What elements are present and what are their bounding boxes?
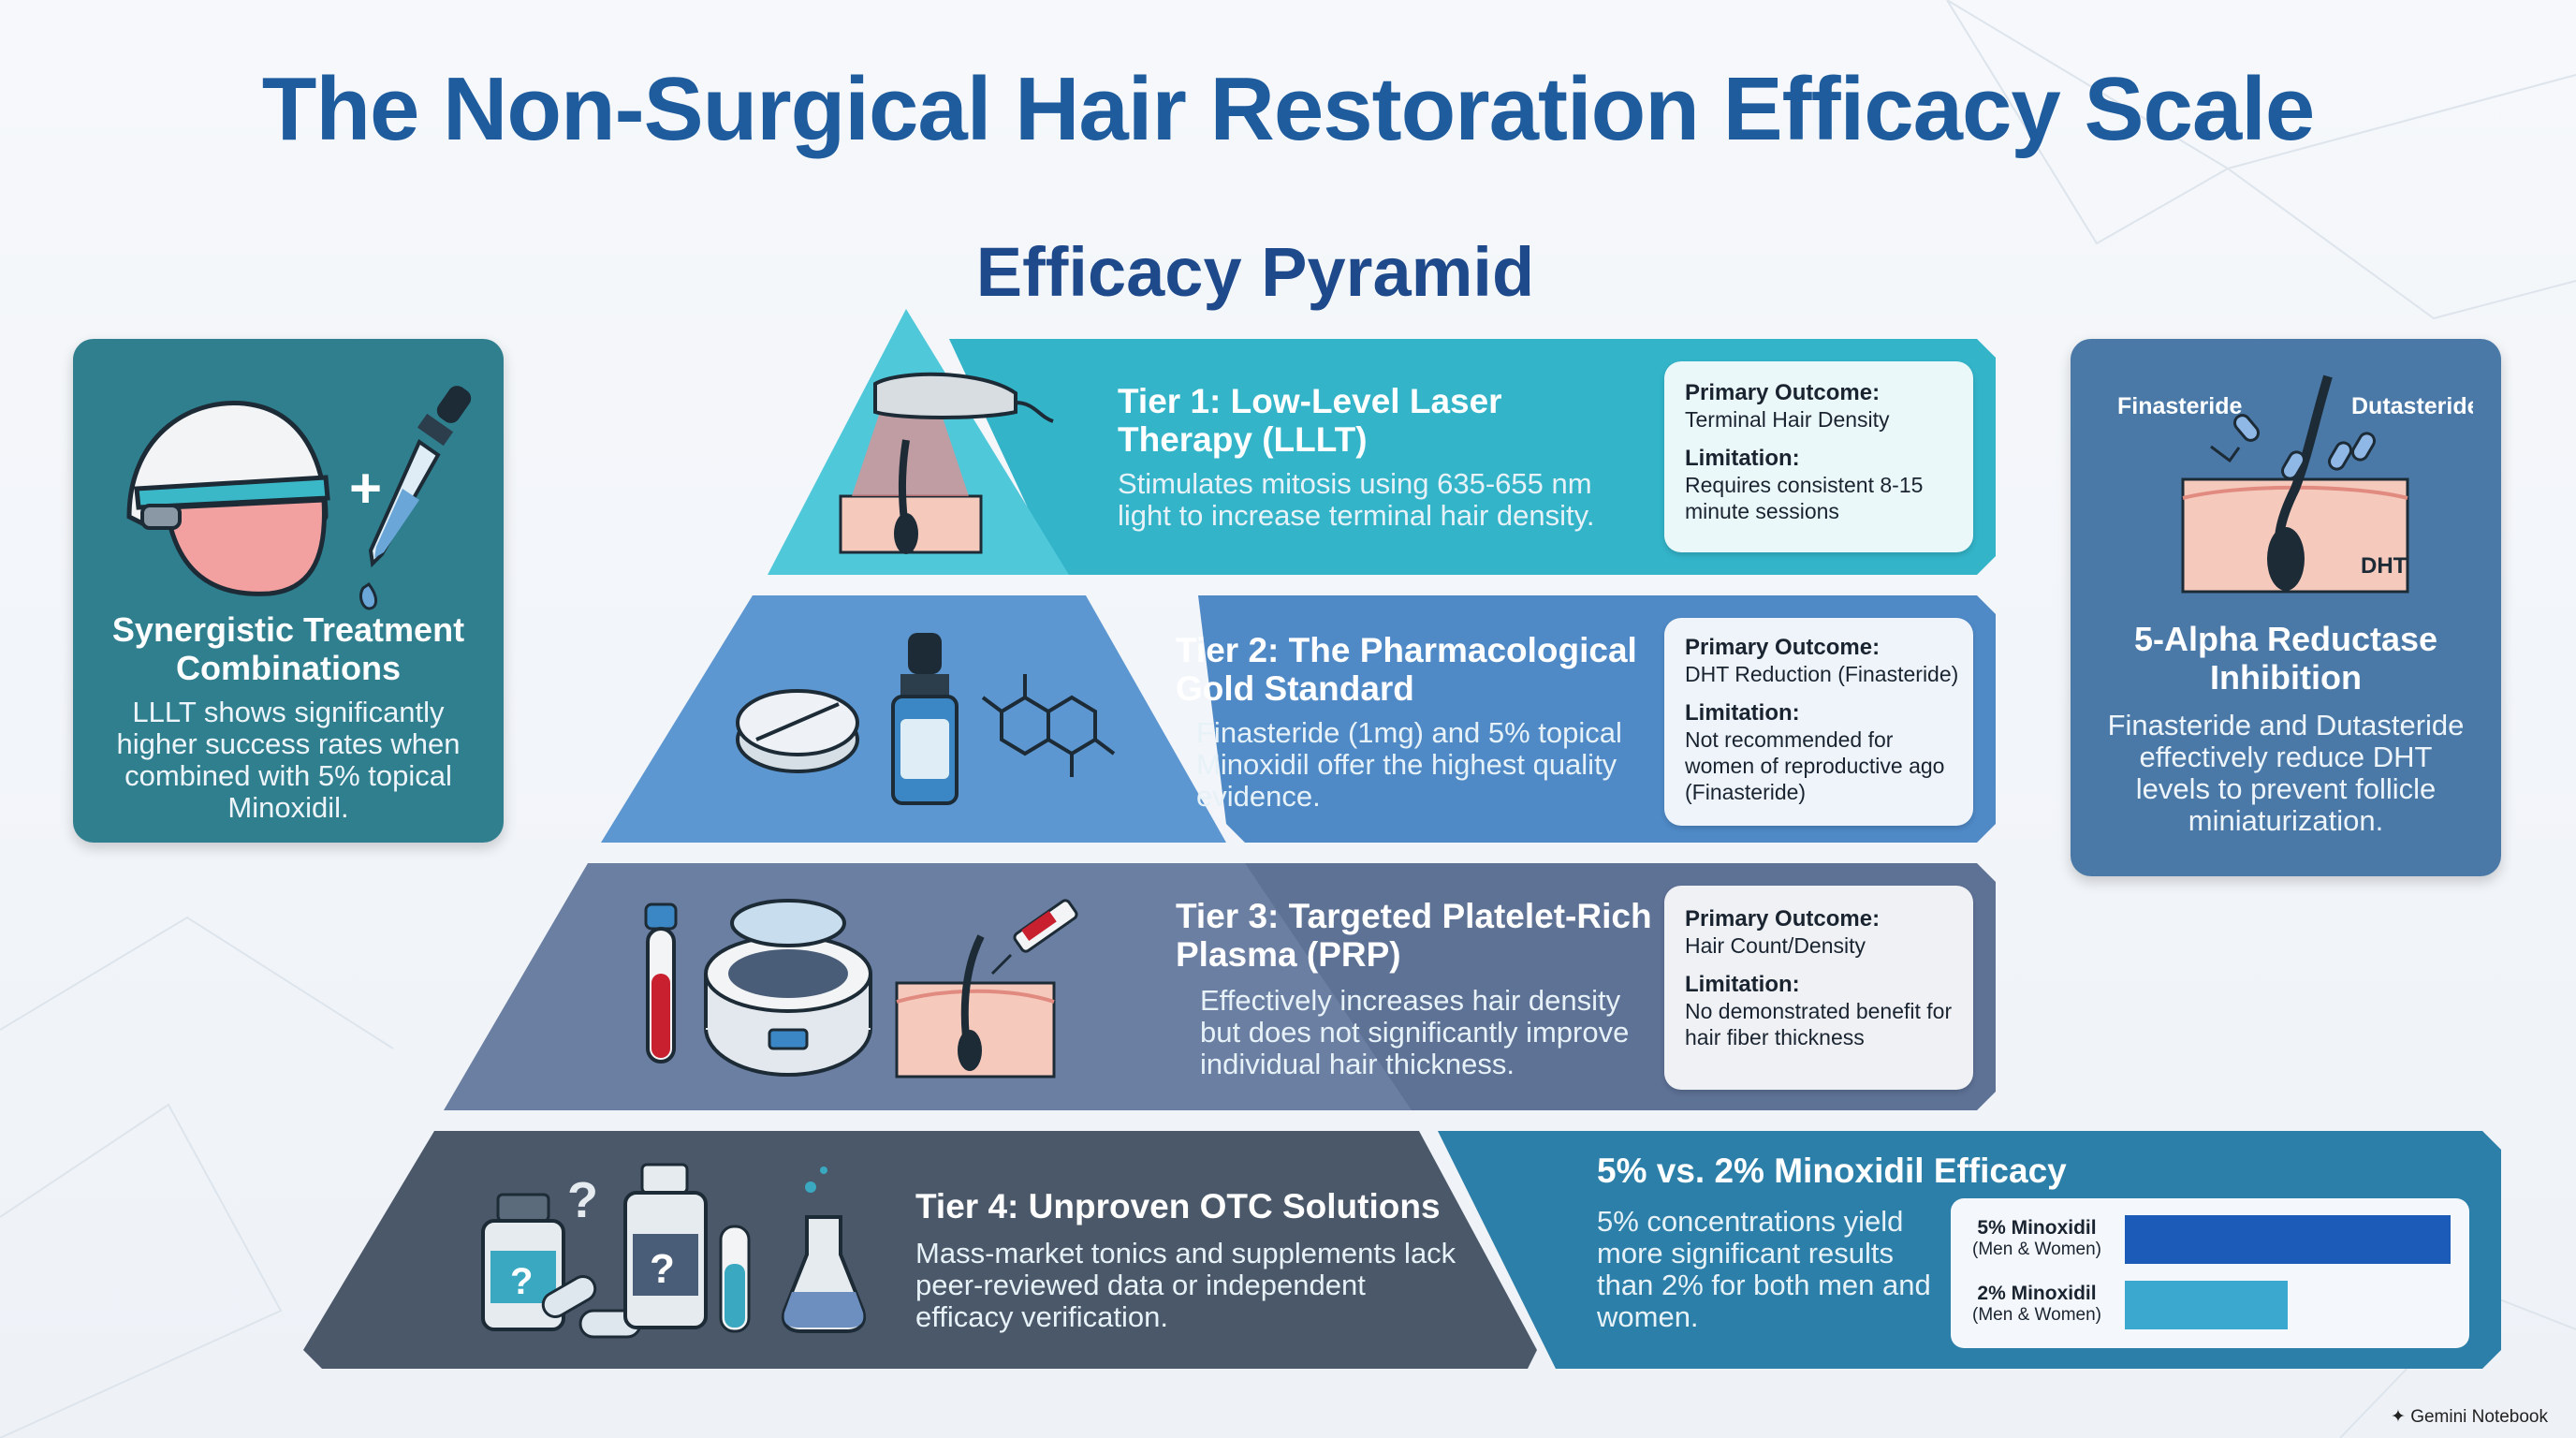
dht-label: DHT: [2361, 553, 2408, 579]
pill-icon: [736, 689, 859, 773]
sparkle-icon: ✦: [2391, 1407, 2406, 1427]
bar-2-minoxidil: [2125, 1281, 2288, 1329]
outcome-label: Primary Outcome:: [1685, 635, 1881, 660]
flask-icon: [782, 1167, 866, 1333]
minoxidil-title: 5% vs. 2% Minoxidil Efficacy: [1597, 1152, 2067, 1190]
helmet-dropper-illustration: +: [126, 386, 472, 610]
laser-helmet-icon: [126, 401, 330, 596]
tier3-title: Tier 3: Targeted Platelet-Rich Plasma (P…: [1176, 897, 1652, 974]
blood-tube-icon: [644, 902, 678, 1064]
tier2-title: Tier 2: The Pharmacological Gold Standar…: [1176, 631, 1637, 708]
svg-text:?: ?: [650, 1246, 675, 1292]
svg-text:?: ?: [510, 1261, 533, 1302]
synergy-title: Synergistic Treatment Combinations: [111, 610, 465, 687]
outcome-value: Hair Count/Density: [1685, 933, 1866, 958]
dutasteride-label: Dutasteride: [2351, 393, 2473, 419]
synergy-panel: + Synergistic Treatment Combinations LLL…: [73, 339, 504, 843]
laser-device-icon: [839, 372, 1054, 554]
question-mark-icon: ?: [567, 1172, 598, 1228]
5ar-inhibition-panel: Finasteride Dutasteride DHT 5-Alpha Redu…: [2071, 339, 2501, 876]
bar-5-minoxidil: [2125, 1215, 2451, 1264]
prp-injection-icon: [895, 899, 1078, 1078]
finasteride-label: Finasteride: [2117, 393, 2242, 419]
tier3-description: Effectively increases hair density but d…: [1200, 984, 1630, 1080]
dropper-icon: [359, 386, 472, 610]
molecule-icon: [981, 674, 1116, 777]
tier3-outcome-card: Primary Outcome: Hair Count/Density Limi…: [1664, 886, 1973, 1090]
centrifuge-icon: [704, 899, 872, 1077]
limitation-value: Requires consistent 8-15 minute sessions: [1685, 473, 1924, 523]
tier1-outcome-card: Primary Outcome: Terminal Hair Density L…: [1664, 361, 1973, 552]
outcome-label: Primary Outcome:: [1685, 906, 1881, 932]
limitation-label: Limitation:: [1685, 972, 1800, 997]
synergy-body: LLLT shows significantly higher success …: [116, 696, 461, 824]
tier4-description: Mass-market tonics and supplements lack …: [915, 1237, 1456, 1333]
plus-symbol: +: [349, 457, 382, 520]
bar-category-label-1: 2% Minoxidil (Men & Women): [1972, 1283, 2101, 1325]
test-tube-icon: [719, 1225, 751, 1333]
outcome-value: Terminal Hair Density: [1685, 407, 1890, 432]
outcome-label: Primary Outcome:: [1685, 380, 1881, 405]
pyramid-title: Efficacy Pyramid: [975, 233, 1535, 311]
tier4-title: Tier 4: Unproven OTC Solutions: [915, 1187, 1441, 1225]
tier2-description: Finasteride (1mg) and 5% topical Minoxid…: [1196, 716, 1622, 813]
watermark: ✦ Gemini Notebook: [2391, 1406, 2548, 1428]
limitation-label: Limitation:: [1685, 700, 1800, 726]
page-title: The Non-Surgical Hair Restoration Effica…: [261, 59, 2316, 159]
limitation-value: Not recommended for women of reproductiv…: [1685, 727, 1945, 804]
dht-follicle-illustration: Finasteride Dutasteride DHT: [2117, 374, 2473, 594]
minoxidil-bar-chart: 5% Minoxidil (Men & Women) 2% Minoxidil …: [1951, 1198, 2469, 1348]
watermark-text: Gemini Notebook: [2410, 1407, 2548, 1427]
outcome-value: DHT Reduction (Finasteride): [1685, 662, 1959, 686]
minoxidil-body: 5% concentrations yield more significant…: [1597, 1205, 1931, 1333]
bar-category-label-0: 5% Minoxidil (Men & Women): [1972, 1217, 2101, 1259]
tier1-description: Stimulates mitosis using 635-655 nm ligh…: [1118, 467, 1595, 532]
limitation-label: Limitation:: [1685, 446, 1800, 471]
tier2-outcome-card: Primary Outcome: DHT Reduction (Finaster…: [1664, 618, 1973, 826]
tonic-bottle-icon: ?: [623, 1163, 708, 1329]
serum-bottle-icon: [891, 633, 959, 805]
5ar-body: Finasteride and Dutasteride effectively …: [2107, 709, 2465, 837]
tier1-title: Tier 1: Low-Level Laser Therapy (LLLT): [1118, 382, 1502, 459]
svg-text:?: ?: [567, 1172, 598, 1228]
5ar-title: 5-Alpha Reductase Inhibition: [2133, 620, 2438, 697]
limitation-value: No demonstrated benefit for hair fiber t…: [1685, 999, 1953, 1049]
